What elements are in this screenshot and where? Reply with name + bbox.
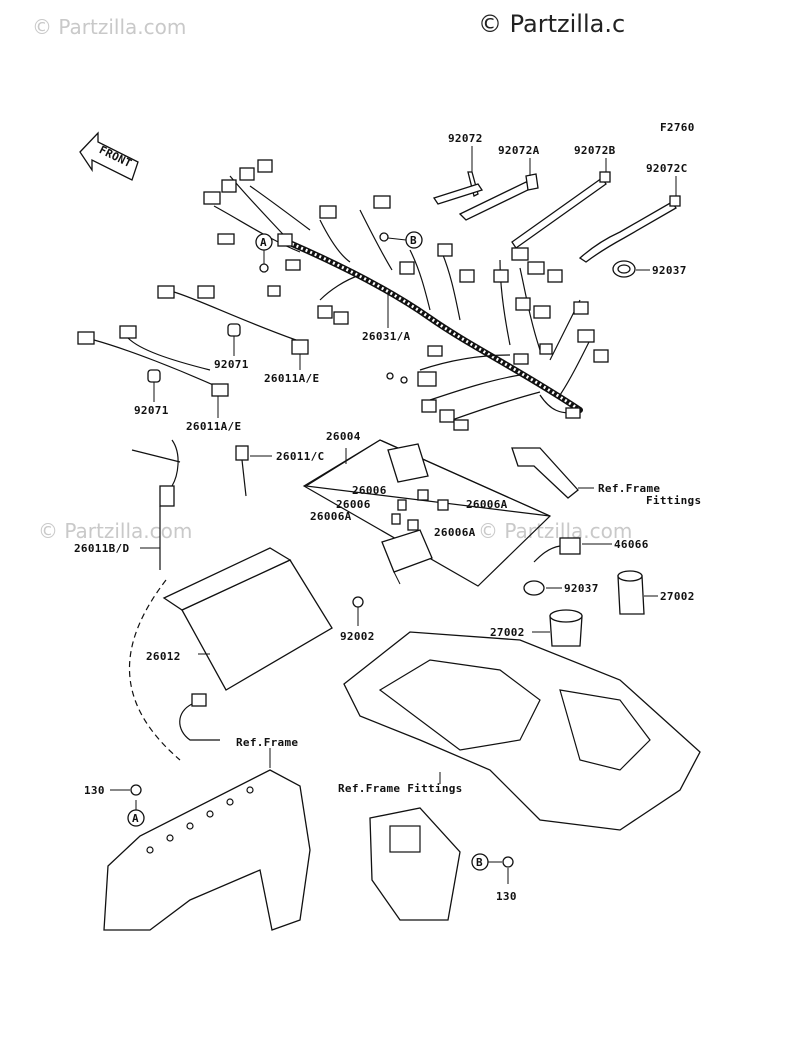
label-92072B: 92072B bbox=[574, 144, 616, 157]
frame-bracket bbox=[511, 447, 594, 499]
label-26012: 26012 bbox=[146, 650, 181, 663]
cable-tie-92072C bbox=[578, 176, 681, 263]
main-harness-26031 bbox=[203, 159, 609, 431]
clamp-92037-mid bbox=[523, 580, 562, 596]
callout-a-bottom: A bbox=[127, 800, 145, 827]
svg-text:B: B bbox=[410, 234, 417, 247]
frame-bottom-left bbox=[103, 748, 311, 931]
label-26031: 26031/A bbox=[362, 330, 411, 343]
callout-b-bottom: B bbox=[471, 853, 502, 871]
cap-27002-left bbox=[532, 609, 583, 647]
label-92037-mid: 92037 bbox=[564, 582, 599, 595]
label-130-left: 130 bbox=[84, 784, 105, 797]
label-27002-left: 27002 bbox=[490, 626, 525, 639]
fuse-box-assembly-26004 bbox=[302, 439, 552, 587]
label-130-right: 130 bbox=[496, 890, 517, 903]
cable-tie-92072A bbox=[458, 158, 539, 221]
cable-tie-92072 bbox=[432, 146, 484, 205]
label-26006A-b: 26006A bbox=[310, 510, 352, 523]
svg-text:A: A bbox=[132, 812, 139, 825]
label-46066: 46066 bbox=[614, 538, 649, 551]
label-92072: 92072 bbox=[448, 132, 483, 145]
cable-26011C bbox=[235, 445, 272, 497]
cap-27002-right bbox=[617, 570, 658, 615]
label-26004: 26004 bbox=[326, 430, 361, 443]
label-92071-lower: 92071 bbox=[134, 404, 169, 417]
label-92072A: 92072A bbox=[498, 144, 540, 157]
front-arrow: FRONT bbox=[79, 131, 139, 181]
label-26006A-c: 26006A bbox=[434, 526, 476, 539]
cable-ground bbox=[179, 693, 220, 741]
label-26006A-a: 26006A bbox=[466, 498, 508, 511]
frame-bottom-mid bbox=[369, 807, 461, 921]
label-92037-top: 92037 bbox=[652, 264, 687, 277]
svg-text:B: B bbox=[476, 856, 483, 869]
grommet-92071-upper bbox=[227, 323, 241, 356]
relay-46066 bbox=[533, 537, 612, 563]
label-26006-b: 26006 bbox=[336, 498, 371, 511]
label-26011AE-upper: 26011A/E bbox=[264, 372, 319, 385]
label-92072C: 92072C bbox=[646, 162, 688, 175]
watermark-top: © Partzilla.c bbox=[478, 10, 625, 38]
label-26011BD: 26011B/D bbox=[74, 542, 129, 555]
battery-26012 bbox=[162, 547, 333, 691]
label-92002: 92002 bbox=[340, 630, 375, 643]
clamp-92037-top bbox=[612, 260, 650, 278]
label-ref-frame-fittings-1: Ref.Frame bbox=[598, 482, 660, 495]
grommet-92071-lower bbox=[147, 369, 161, 402]
label-26011C: 26011/C bbox=[276, 450, 324, 463]
bolt-92002 bbox=[352, 596, 364, 626]
figure-code: F2760 bbox=[660, 121, 695, 134]
label-ref-frame-fittings-2: Fittings bbox=[646, 494, 701, 507]
watermark-left: © Partzilla.com bbox=[38, 519, 192, 543]
cable-26011BD bbox=[128, 439, 181, 761]
svg-text:A: A bbox=[260, 236, 267, 249]
frame-fittings-tray bbox=[343, 631, 701, 831]
watermark-corner: © Partzilla.com bbox=[32, 15, 186, 39]
sub-harness-26011AE-upper bbox=[157, 285, 309, 370]
label-27002-right: 27002 bbox=[660, 590, 695, 603]
callout-b-top: B bbox=[387, 231, 423, 249]
bolt-130-right bbox=[502, 856, 514, 884]
watermark-right: © Partzilla.com bbox=[478, 519, 632, 543]
label-ref-frame-fittings-bottom: Ref.Frame Fittings bbox=[338, 782, 463, 795]
callout-a-top: A bbox=[255, 233, 273, 264]
sub-harness-26011AE-lower bbox=[77, 325, 229, 418]
label-26011AE-lower: 26011A/E bbox=[186, 420, 241, 433]
bolt-130-left bbox=[110, 784, 142, 796]
label-26006-a: 26006 bbox=[352, 484, 387, 497]
cable-tie-92072B bbox=[511, 158, 611, 249]
label-92071-upper: 92071 bbox=[214, 358, 249, 371]
label-ref-frame: Ref.Frame bbox=[236, 736, 298, 749]
